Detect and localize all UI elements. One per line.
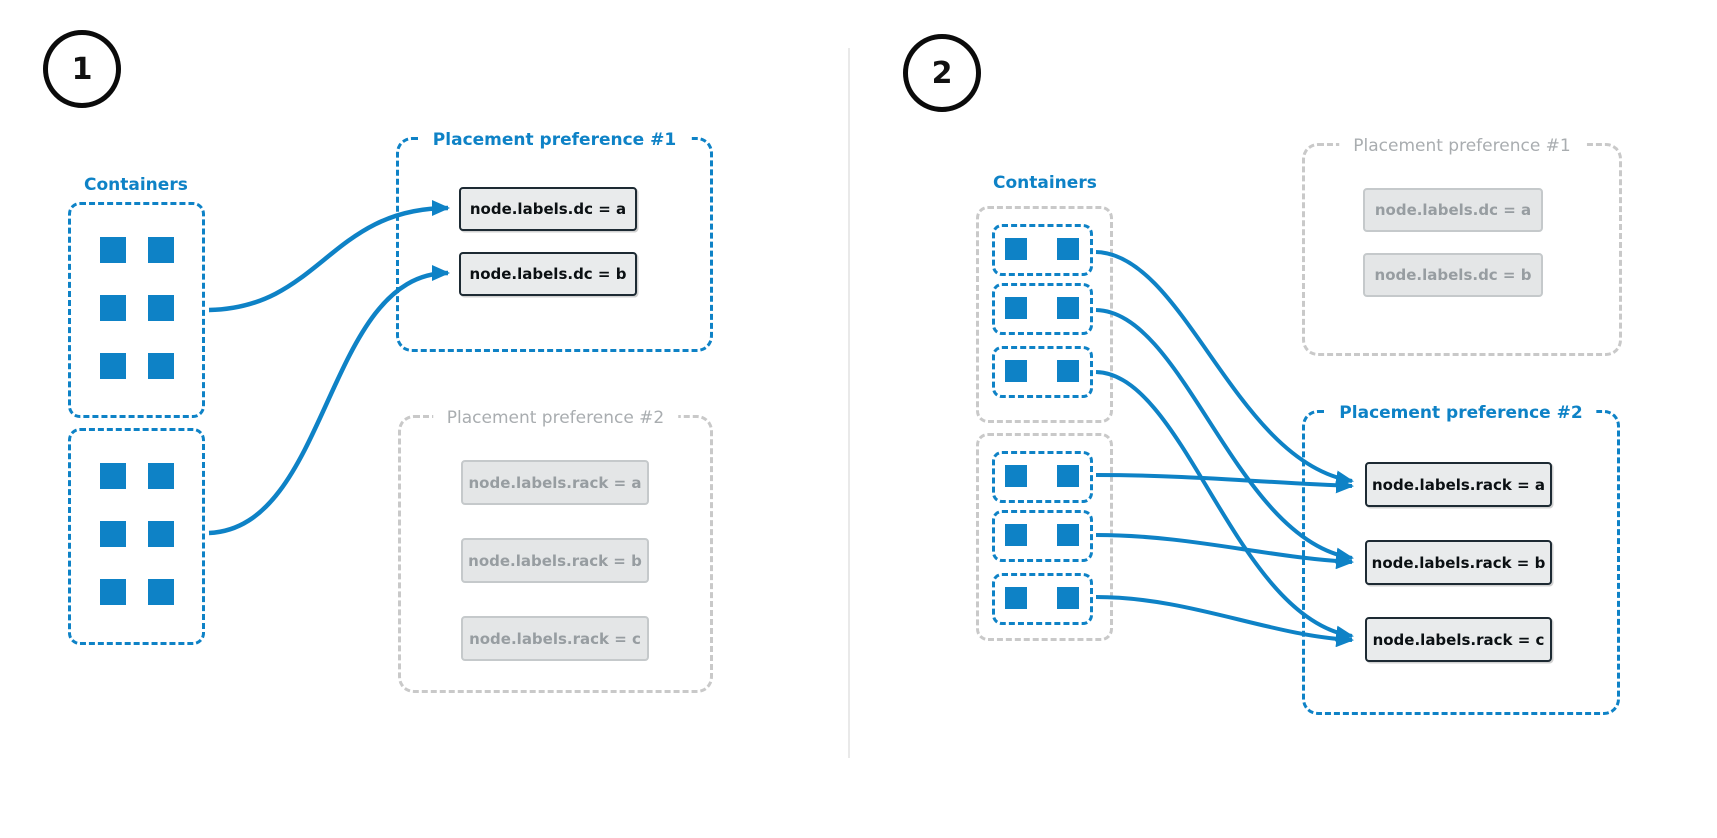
container-pair <box>992 283 1093 335</box>
container-square <box>148 353 174 379</box>
placement-preference-1-panel1: Placement preference #1 node.labels.dc =… <box>396 130 713 352</box>
node-label-dc-a: node.labels.dc = a <box>459 187 637 231</box>
container-pair <box>992 224 1093 276</box>
container-square <box>1005 297 1027 319</box>
placement-preference-1-panel2: Placement preference #1 node.labels.dc =… <box>1302 136 1622 356</box>
container-square <box>1057 465 1079 487</box>
containers-heading-panel1: Containers <box>84 175 188 195</box>
node-label-rack-a: node.labels.rack = a <box>461 460 649 505</box>
container-square <box>1057 524 1079 546</box>
container-square <box>100 521 126 547</box>
step-2-number: 2 <box>931 55 953 91</box>
container-square <box>1005 465 1027 487</box>
container-square <box>148 295 174 321</box>
container-square <box>148 579 174 605</box>
preference-title: Placement preference #2 <box>1325 403 1597 423</box>
container-outer-group-2b <box>976 433 1113 641</box>
container-square <box>100 295 126 321</box>
node-label-dc-a: node.labels.dc = a <box>1363 188 1543 232</box>
preference-title: Placement preference #1 <box>418 130 691 150</box>
panel-divider <box>848 48 850 758</box>
preference-title: Placement preference #1 <box>1339 136 1585 156</box>
container-square <box>1057 587 1079 609</box>
node-label-rack-b: node.labels.rack = b <box>1365 540 1552 585</box>
container-square <box>100 353 126 379</box>
placement-preference-2-panel2: Placement preference #2 node.labels.rack… <box>1302 403 1620 715</box>
node-label-rack-b: node.labels.rack = b <box>461 538 649 583</box>
node-label-rack-c: node.labels.rack = c <box>1365 617 1552 662</box>
container-group-1a <box>68 202 205 418</box>
placement-preference-2-panel1: Placement preference #2 node.labels.rack… <box>398 408 713 693</box>
container-square <box>148 521 174 547</box>
container-square <box>100 579 126 605</box>
container-pair <box>992 573 1093 625</box>
container-square <box>148 463 174 489</box>
container-square <box>1057 297 1079 319</box>
container-square <box>1057 360 1079 382</box>
node-label-dc-b: node.labels.dc = b <box>459 252 637 296</box>
container-group-1b <box>68 428 205 645</box>
container-square <box>1005 587 1027 609</box>
container-square <box>1005 238 1027 260</box>
container-square <box>1005 524 1027 546</box>
container-pair <box>992 346 1093 398</box>
container-outer-group-2a <box>976 206 1113 423</box>
container-pair <box>992 510 1093 562</box>
container-square <box>100 463 126 489</box>
step-1-badge: 1 <box>43 30 121 108</box>
node-label-dc-b: node.labels.dc = b <box>1363 253 1543 297</box>
preference-title: Placement preference #2 <box>432 408 679 428</box>
container-square <box>1057 238 1079 260</box>
container-pair <box>992 451 1093 503</box>
node-label-rack-a: node.labels.rack = a <box>1365 462 1552 507</box>
container-square <box>1005 360 1027 382</box>
node-label-rack-c: node.labels.rack = c <box>461 616 649 661</box>
container-square <box>100 237 126 263</box>
containers-heading-panel2: Containers <box>993 173 1097 193</box>
step-1-number: 1 <box>71 51 93 87</box>
container-square <box>148 237 174 263</box>
step-2-badge: 2 <box>903 34 981 112</box>
